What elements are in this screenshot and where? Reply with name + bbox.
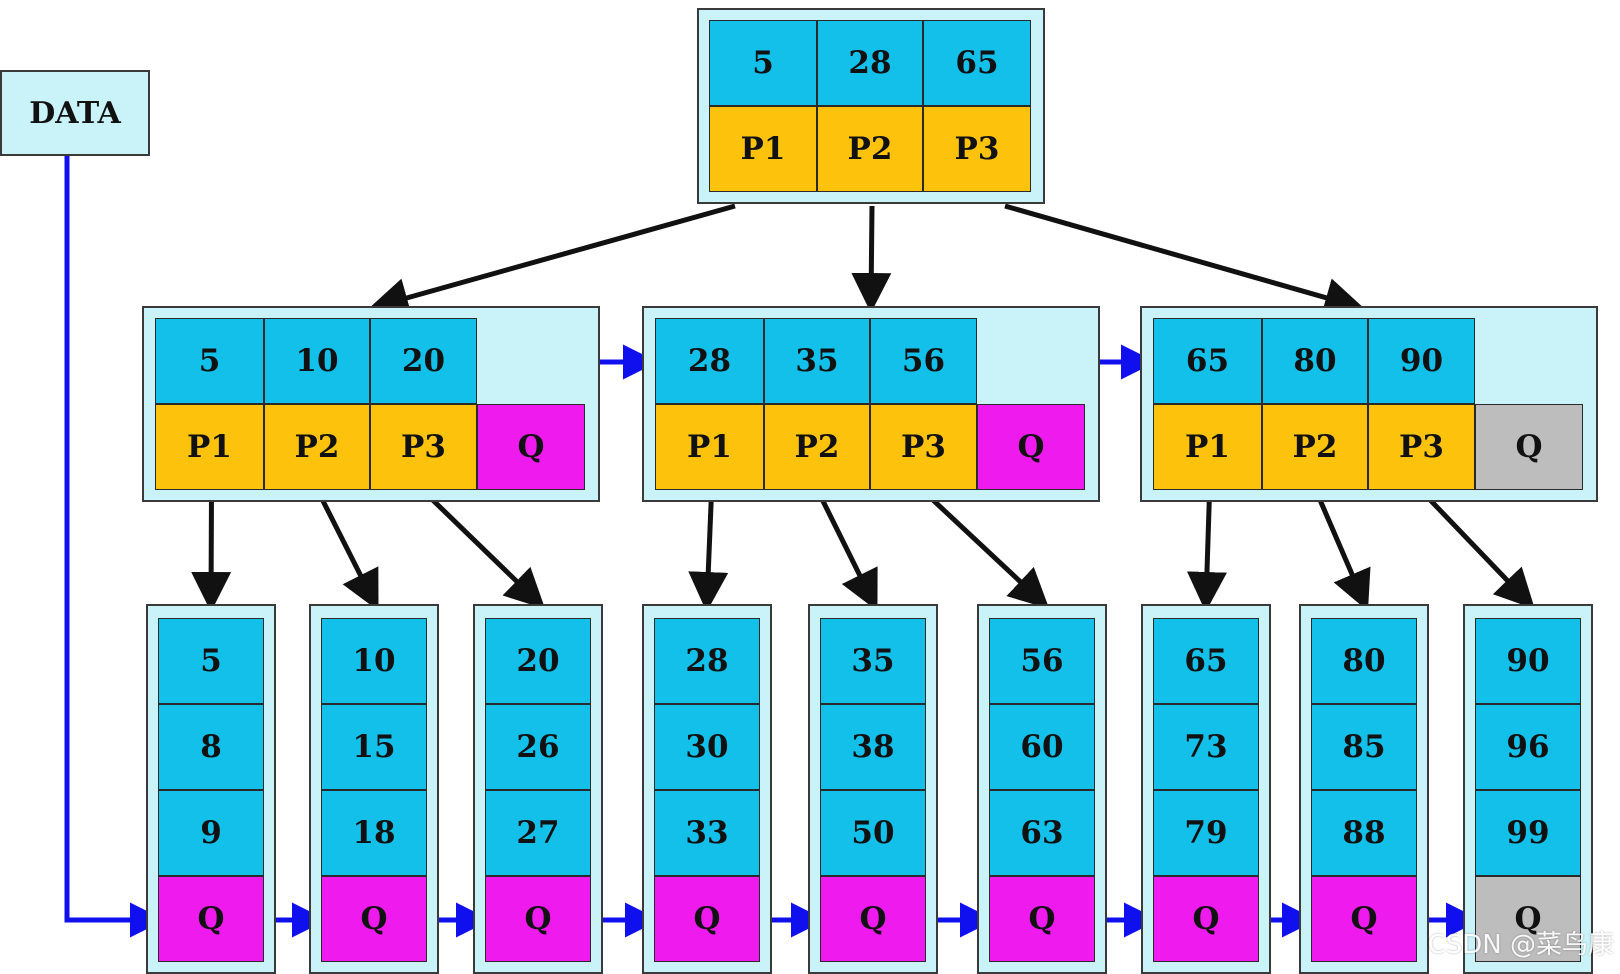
leaf-key-cell: 85 bbox=[1311, 704, 1417, 790]
next-pointer-cell: Q bbox=[1311, 876, 1417, 962]
root-key-cell: 65 bbox=[923, 20, 1031, 106]
leaf-key-cell: 35 bbox=[820, 618, 926, 704]
watermark: CSDN @菜鸟康 bbox=[1427, 930, 1614, 960]
tree-arrow bbox=[423, 491, 546, 609]
leaf-key-cell: 38 bbox=[820, 704, 926, 790]
internal-pointer-cell: P1 bbox=[155, 404, 264, 490]
internal-key-cell: 80 bbox=[1262, 318, 1368, 404]
internal-key-cell: 20 bbox=[370, 318, 477, 404]
next-pointer-cell: Q bbox=[477, 404, 585, 490]
leaf-key-cell: 60 bbox=[989, 704, 1095, 790]
tree-arrow bbox=[1421, 491, 1535, 610]
next-pointer-cell: Q bbox=[977, 404, 1085, 490]
leaf-key-cell: 99 bbox=[1475, 790, 1581, 876]
next-pointer-cell: Q bbox=[1153, 876, 1259, 962]
leaf-key-cell: 18 bbox=[321, 790, 427, 876]
leaf-key-cell: 96 bbox=[1475, 704, 1581, 790]
tree-arrow bbox=[191, 492, 232, 612]
null-pointer-cell: Q bbox=[1475, 404, 1583, 490]
next-pointer-cell: Q bbox=[989, 876, 1095, 962]
internal-pointer-cell: P1 bbox=[1153, 404, 1262, 490]
next-pointer-cell: Q bbox=[158, 876, 264, 962]
internal-key-cell: 56 bbox=[870, 318, 977, 404]
internal-pointer-cell: P3 bbox=[370, 404, 477, 490]
leaf-key-cell: 10 bbox=[321, 618, 427, 704]
root-pointer-cell: P1 bbox=[709, 106, 817, 192]
internal-key-cell: 5 bbox=[155, 318, 264, 404]
internal-key-cell: 90 bbox=[1368, 318, 1475, 404]
internal-key-cell: 10 bbox=[264, 318, 370, 404]
internal-pointer-cell: P2 bbox=[1262, 404, 1368, 490]
leaf-key-cell: 8 bbox=[158, 704, 264, 790]
tree-arrow bbox=[688, 492, 729, 612]
leaf-key-cell: 56 bbox=[989, 618, 1095, 704]
internal-pointer-cell: P2 bbox=[764, 404, 870, 490]
next-pointer-cell: Q bbox=[321, 876, 427, 962]
data-link-arrow bbox=[64, 156, 165, 938]
next-pointer-cell: Q bbox=[820, 876, 926, 962]
leaf-key-cell: 5 bbox=[158, 618, 264, 704]
next-pointer-cell: Q bbox=[654, 876, 760, 962]
internal-key-cell: 28 bbox=[655, 318, 764, 404]
leaf-key-cell: 63 bbox=[989, 790, 1095, 876]
tree-arrow bbox=[1004, 203, 1365, 317]
leaf-key-cell: 27 bbox=[485, 790, 591, 876]
tree-arrow bbox=[1186, 492, 1227, 612]
internal-key-cell: 35 bbox=[764, 318, 870, 404]
leaf-key-cell: 88 bbox=[1311, 790, 1417, 876]
leaf-key-cell: 65 bbox=[1153, 618, 1259, 704]
next-pointer-cell: Q bbox=[485, 876, 591, 962]
internal-key-cell: 65 bbox=[1153, 318, 1262, 404]
leaf-key-cell: 80 bbox=[1311, 618, 1417, 704]
tree-arrow bbox=[1314, 492, 1371, 612]
internal-pointer-cell: P3 bbox=[1368, 404, 1475, 490]
tree-arrow bbox=[816, 491, 878, 611]
leaf-key-cell: 20 bbox=[485, 618, 591, 704]
internal-pointer-cell: P1 bbox=[655, 404, 764, 490]
tree-arrow bbox=[316, 491, 379, 611]
leaf-key-cell: 90 bbox=[1475, 618, 1581, 704]
root-pointer-cell: P2 bbox=[817, 106, 923, 192]
leaf-key-cell: 50 bbox=[820, 790, 926, 876]
root-key-cell: 28 bbox=[817, 20, 923, 106]
leaf-key-cell: 33 bbox=[654, 790, 760, 876]
root-pointer-cell: P3 bbox=[923, 106, 1031, 192]
tree-arrow bbox=[368, 203, 736, 318]
data-entry-box: DATA bbox=[0, 70, 150, 156]
leaf-key-cell: 28 bbox=[654, 618, 760, 704]
leaf-key-cell: 30 bbox=[654, 704, 760, 790]
leaf-key-cell: 73 bbox=[1153, 704, 1259, 790]
tree-arrow bbox=[923, 491, 1050, 609]
leaf-key-cell: 15 bbox=[321, 704, 427, 790]
internal-pointer-cell: P2 bbox=[264, 404, 370, 490]
internal-pointer-cell: P3 bbox=[870, 404, 977, 490]
leaf-key-cell: 26 bbox=[485, 704, 591, 790]
root-key-cell: 5 bbox=[709, 20, 817, 106]
leaf-key-cell: 9 bbox=[158, 790, 264, 876]
tree-arrow bbox=[851, 205, 892, 313]
null-pointer-cell: Q bbox=[1475, 876, 1581, 962]
leaf-key-cell: 79 bbox=[1153, 790, 1259, 876]
